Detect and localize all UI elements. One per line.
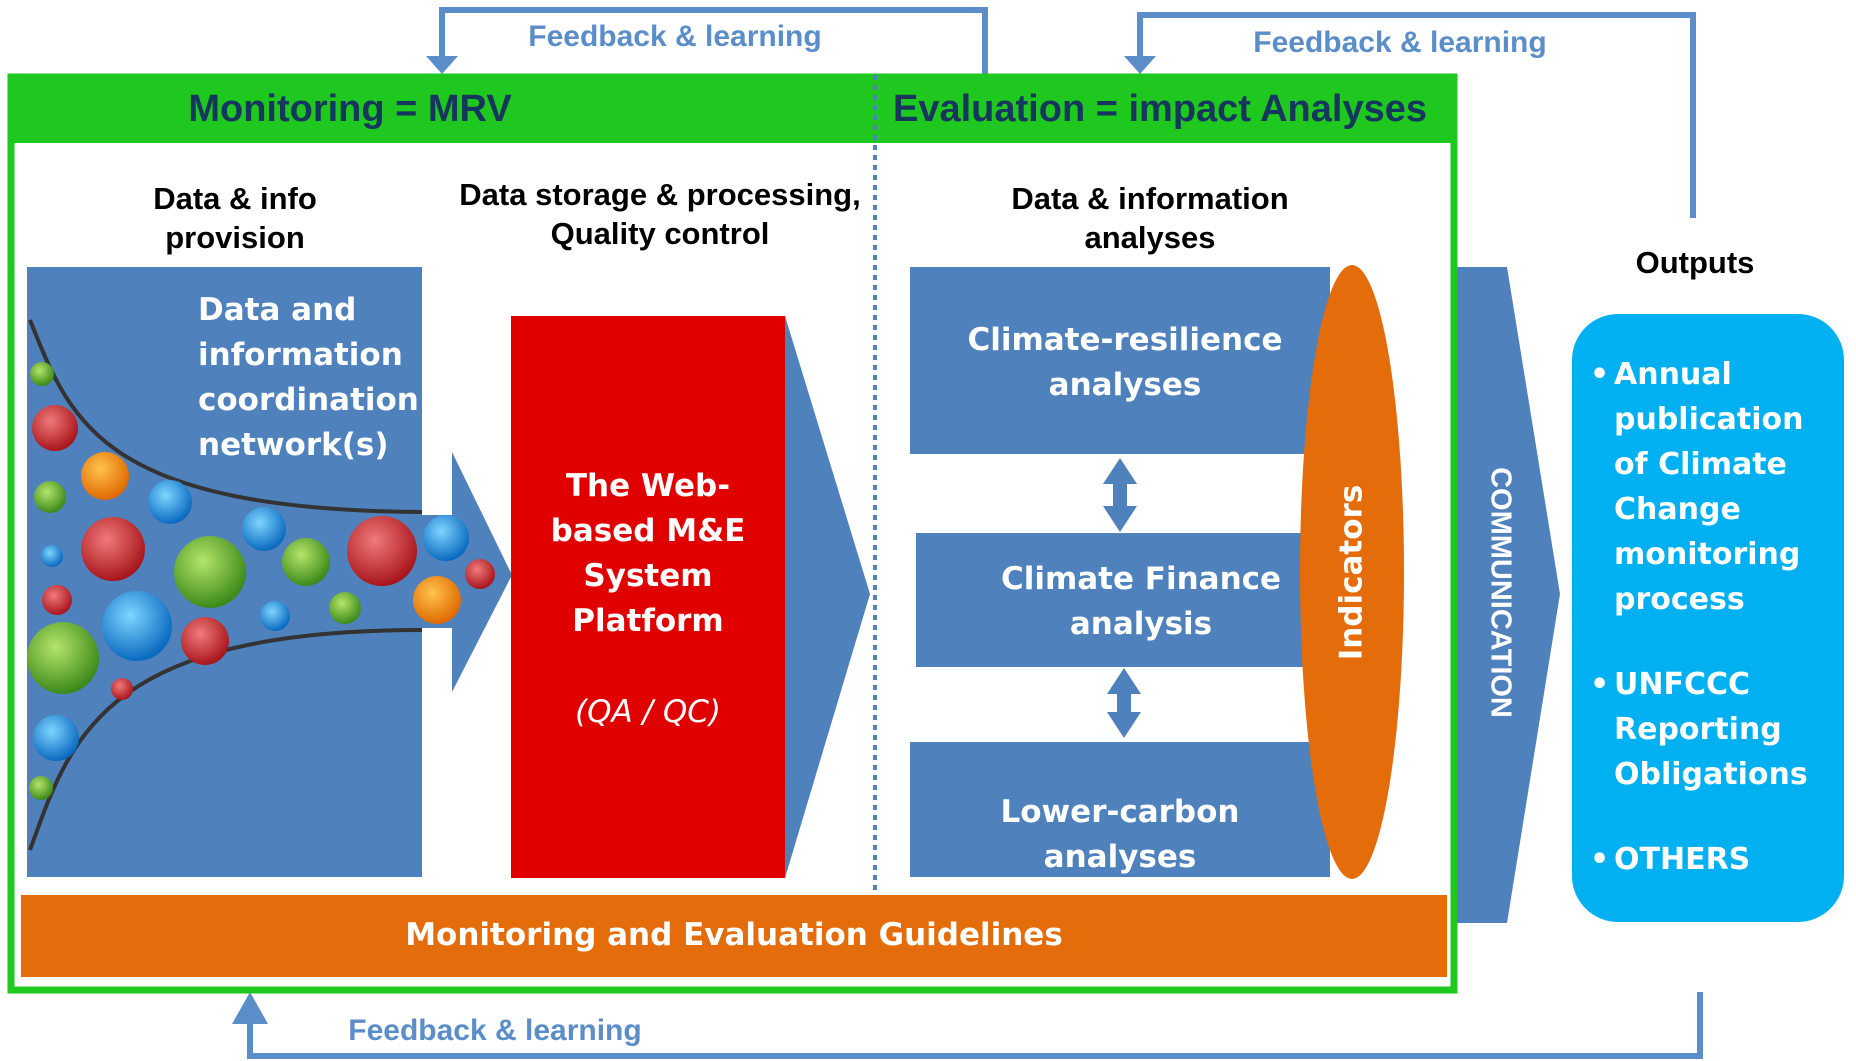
evaluation-header: Evaluation = impact Analyses xyxy=(893,88,1427,130)
lowcarbon-label: Lower-carbon analyses xyxy=(1000,794,1240,875)
data-bubble-icon xyxy=(42,585,72,615)
data-bubble-icon xyxy=(27,622,99,694)
data-bubble-icon xyxy=(30,362,54,386)
platform-block xyxy=(511,316,785,878)
data-bubble-icon xyxy=(33,715,79,761)
resilience-label: Climate-resilience analyses xyxy=(967,322,1283,403)
data-bubble-icon xyxy=(111,678,133,700)
data-bubble-icon xyxy=(148,480,192,524)
up-down-arrow-icon xyxy=(1107,668,1141,738)
data-bubble-icon xyxy=(423,515,469,561)
output-item-others: OTHERS xyxy=(1588,837,1838,882)
feedback-label-top-right: Feedback & learning xyxy=(1253,26,1547,59)
feedback-arrow-icon xyxy=(426,56,458,74)
lowcarbon-block xyxy=(910,742,1330,877)
column-title-provision: Data & info provision xyxy=(153,181,317,255)
feedback-arrow-icon xyxy=(232,992,268,1024)
guidelines-bar xyxy=(21,895,1447,977)
data-bubble-icon xyxy=(181,617,229,665)
feedback-label-top-left: Feedback & learning xyxy=(528,20,822,53)
data-bubble-icon xyxy=(282,538,330,586)
qaqc-label: (QA / QC) xyxy=(575,694,721,730)
communication-arrow xyxy=(1457,267,1560,923)
resilience-block xyxy=(910,267,1330,454)
data-bubble-icon xyxy=(102,591,172,661)
network-label: Data and information coordination networ… xyxy=(198,292,419,463)
data-bubble-icon xyxy=(329,592,361,624)
platform-label: The Web- based M&E System Platform xyxy=(550,468,746,639)
output-item-annual-publication: Annual publication of Climate Change mon… xyxy=(1588,352,1838,622)
outputs-list: Annual publication of Climate Change mon… xyxy=(1588,352,1838,922)
platform-arrow xyxy=(785,316,870,878)
feedback-loop-top-right xyxy=(1137,12,1696,218)
column-title-analyses: Data & information analyses xyxy=(1011,181,1289,255)
data-bubble-icon xyxy=(81,452,129,500)
data-bubbles xyxy=(27,362,495,800)
guidelines-label: Monitoring and Evaluation Guidelines xyxy=(405,917,1063,953)
data-bubble-icon xyxy=(465,559,495,589)
communication-label: COMMUNICATION xyxy=(1484,467,1517,718)
feedback-loop-bottom xyxy=(247,992,1703,1059)
feedback-arrow-icon xyxy=(1124,56,1156,74)
funnel-curve-top xyxy=(28,319,423,514)
monitoring-header: Monitoring = MRV xyxy=(188,88,512,130)
data-bubble-icon xyxy=(242,507,286,551)
data-bubble-icon xyxy=(174,536,246,608)
column-title-outputs: Outputs xyxy=(1635,245,1755,280)
header-bar xyxy=(11,77,1454,143)
data-bubble-icon xyxy=(260,601,290,631)
output-item-unfccc: UNFCCC Reporting Obligations xyxy=(1588,662,1838,797)
data-bubble-icon xyxy=(29,776,53,800)
data-bubble-icon xyxy=(32,405,78,451)
up-down-arrow-icon xyxy=(1103,458,1137,532)
column-title-storage: Data storage & processing, Quality contr… xyxy=(459,177,861,251)
data-bubble-icon xyxy=(347,516,417,586)
indicators-ellipse xyxy=(1300,265,1404,879)
data-bubble-icon xyxy=(34,481,66,513)
indicators-label: Indicators xyxy=(1333,484,1370,661)
feedback-label-bottom: Feedback & learning xyxy=(348,1014,642,1047)
finance-block xyxy=(916,533,1326,667)
data-bubble-icon xyxy=(41,545,63,567)
data-bubble-icon xyxy=(413,576,461,624)
feedback-loop-top-left xyxy=(439,7,988,76)
finance-label: Climate Finance analysis xyxy=(1000,561,1282,642)
data-bubble-icon xyxy=(81,517,145,581)
